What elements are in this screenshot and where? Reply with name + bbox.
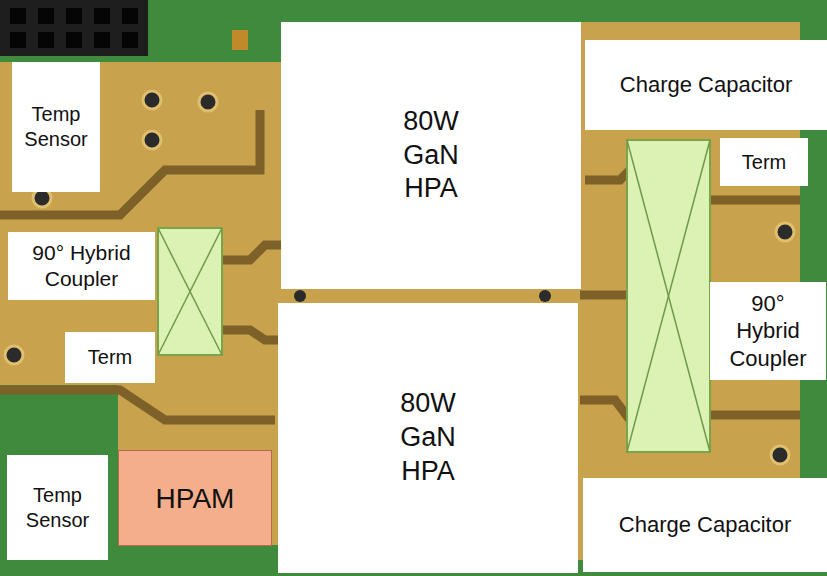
solder-mask: [0, 0, 290, 62]
label-text: 80W GaN HPA: [388, 387, 468, 488]
sensor-label: Temp Sensor: [12, 62, 100, 192]
capacitor-label: Charge Capacitor: [583, 478, 827, 572]
capacitor-part: [232, 30, 248, 50]
coupler-label: 90° Hybrid Coupler: [710, 282, 826, 380]
label-text: Term: [742, 150, 786, 175]
termination-label: Term: [65, 332, 155, 383]
termination-label: Term: [720, 138, 808, 186]
label-text: Term: [88, 345, 132, 370]
amplifier-box: 80W GaN HPA: [281, 22, 581, 289]
label-text: Temp Sensor: [11, 483, 104, 533]
hybrid-coupler-symbol: [627, 140, 710, 452]
amplifier-box: 80W GaN HPA: [278, 303, 578, 573]
solder-mask: [0, 385, 118, 576]
pin-header: [0, 0, 148, 56]
capacitor-label: Charge Capacitor: [585, 40, 827, 130]
label-text: Charge Capacitor: [619, 511, 791, 539]
label-text: Temp Sensor: [16, 102, 96, 152]
label-text: 80W GaN HPA: [391, 105, 471, 206]
coupler-label: 90° Hybrid Coupler: [8, 232, 155, 300]
label-text: Charge Capacitor: [620, 71, 792, 99]
header-pins: [10, 8, 138, 48]
hybrid-coupler-symbol: [158, 228, 222, 355]
label-text: 90° Hybrid Coupler: [19, 240, 144, 293]
label-text: HPAM: [156, 481, 235, 516]
label-text: 90° Hybrid Coupler: [723, 290, 813, 373]
sensor-label: Temp Sensor: [7, 455, 108, 560]
module-box: HPAM: [118, 450, 272, 546]
